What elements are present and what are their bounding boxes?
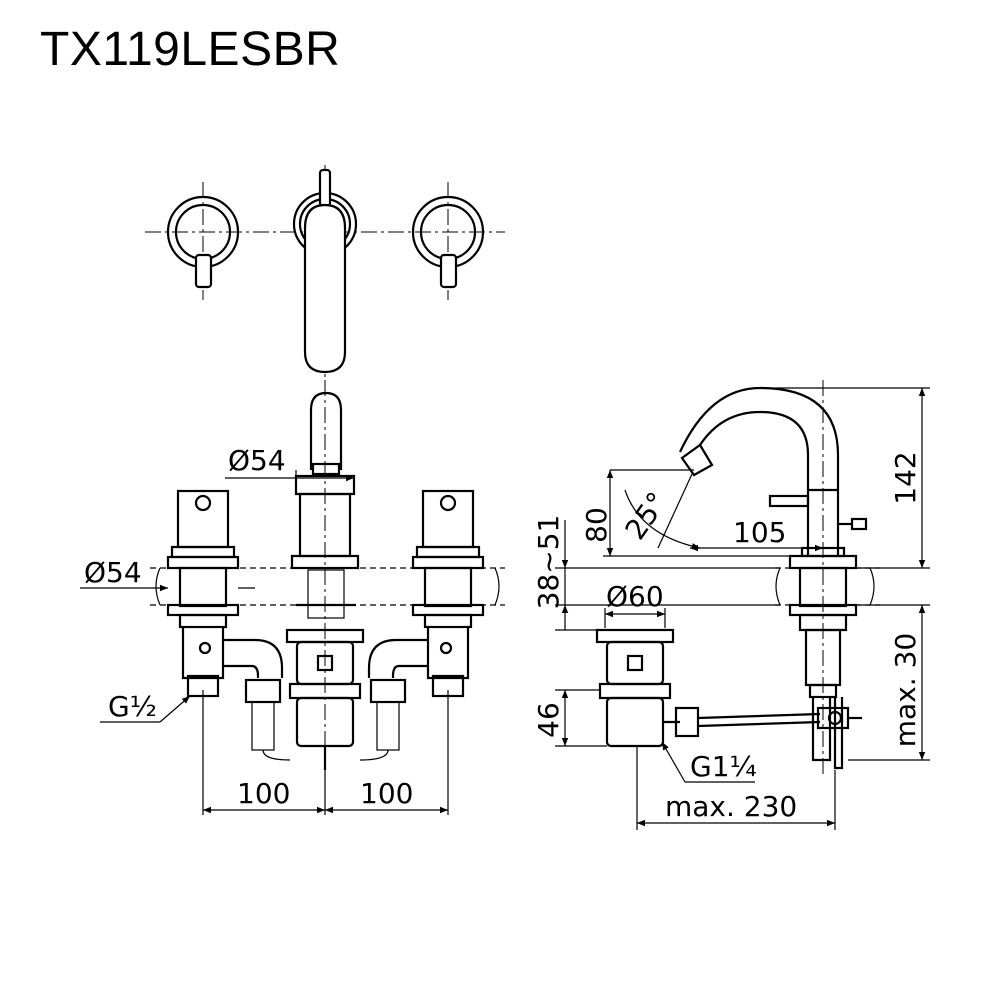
drain-thread-label: G1¼ [690,750,757,783]
drain-side [595,628,862,748]
dim-drain-depth: 46 [532,629,607,747]
dim-angle: 25° [610,469,701,550]
spacing-left-label: 100 [237,777,290,810]
max-depth-label: max. 230 [665,790,797,823]
drain-depth-label: 46 [532,702,565,738]
front-view: Ø54 Ø54 G½ 100 100 [80,380,505,815]
total-height-label: 142 [889,451,922,504]
dim-handle-diameter: Ø54 [80,556,255,592]
left-handle-top [166,195,240,289]
right-valve-front [367,489,485,751]
dim-spout-height: 80 [580,470,790,557]
spout-side [679,386,868,770]
spout-height-label: 80 [580,507,613,543]
handle-diameter-label: Ø54 [84,556,142,589]
side-view: 25° 80 105 142 38~51 [532,380,930,830]
drain-diameter-label: Ø60 [606,580,664,613]
dim-reach: 105 [690,516,823,552]
dim-spacing: 100 100 [202,690,449,815]
left-thread-label: G½ [108,690,157,723]
dim-deck-thickness: 38~51 [532,515,780,630]
spout-diameter-label: Ø54 [228,444,286,477]
deck-thickness-label: 38~51 [532,515,565,610]
dim-drain-diameter: Ø60 [604,580,666,628]
spout-top [292,168,358,374]
spout-front [285,391,365,770]
dim-total-height: 142 [765,387,930,569]
dim-drain-thread: G1¼ [661,741,757,783]
dim-left-thread: G½ [100,690,191,723]
dim-max-depth: max. 230 [636,746,836,830]
spacing-right-label: 100 [360,777,413,810]
model-title: TX119LESBR [40,23,341,76]
top-view [145,165,505,395]
right-handle-top [411,195,485,289]
dim-max-rod: max. 30 [848,604,930,761]
dim-spout-diameter: Ø54 [225,444,354,482]
max-rod-label: max. 30 [889,633,922,747]
left-valve-front [166,489,284,751]
reach-label: 105 [733,516,786,549]
